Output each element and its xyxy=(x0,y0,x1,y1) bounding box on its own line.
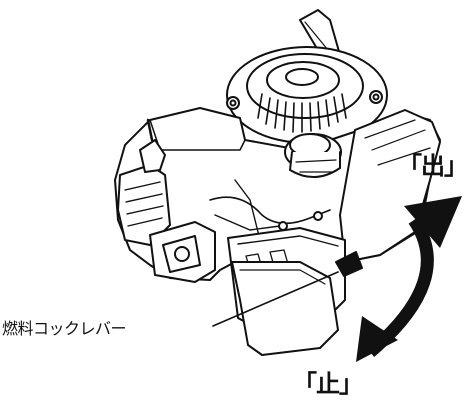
recoil-starter xyxy=(226,46,388,144)
label-out: 「出」 xyxy=(398,152,468,180)
fuel-cock-lever xyxy=(335,251,363,277)
carburetor xyxy=(149,221,216,283)
rotation-arrow xyxy=(356,196,462,362)
label-fuel-cock-lever: 燃料コックレバー xyxy=(2,319,127,338)
leader-line xyxy=(212,271,339,327)
cylinder-head xyxy=(117,118,171,246)
air-cleaner xyxy=(227,227,346,356)
label-stop: 「止」 xyxy=(293,370,363,398)
